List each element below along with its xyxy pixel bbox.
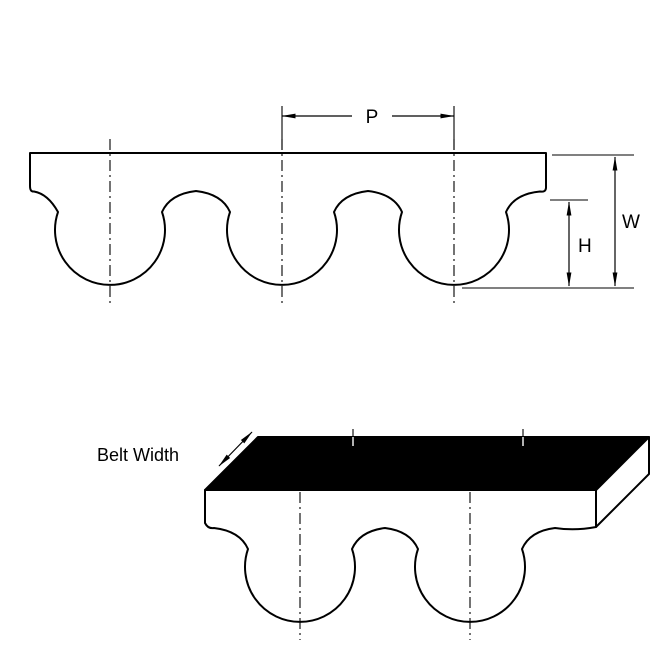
tooth-height-label: H — [578, 236, 592, 257]
belt-width-arrow — [218, 431, 253, 467]
belt-profile-outline — [29, 152, 547, 286]
belt-width-callout: Belt Width — [97, 431, 253, 467]
pitch-label: P — [366, 107, 379, 128]
dimension-thickness: W — [462, 154, 640, 289]
belt-3d-view: Belt Width — [97, 429, 650, 640]
belt-3d-top-face — [204, 436, 650, 491]
belt-3d-front-face — [204, 489, 597, 623]
thickness-label: W — [622, 212, 640, 233]
belt-width-label: Belt Width — [97, 445, 179, 465]
dimension-tooth-height: H — [550, 199, 592, 287]
belt-cross-section-view: P W H — [29, 106, 640, 305]
dimension-pitch: P — [281, 106, 455, 150]
